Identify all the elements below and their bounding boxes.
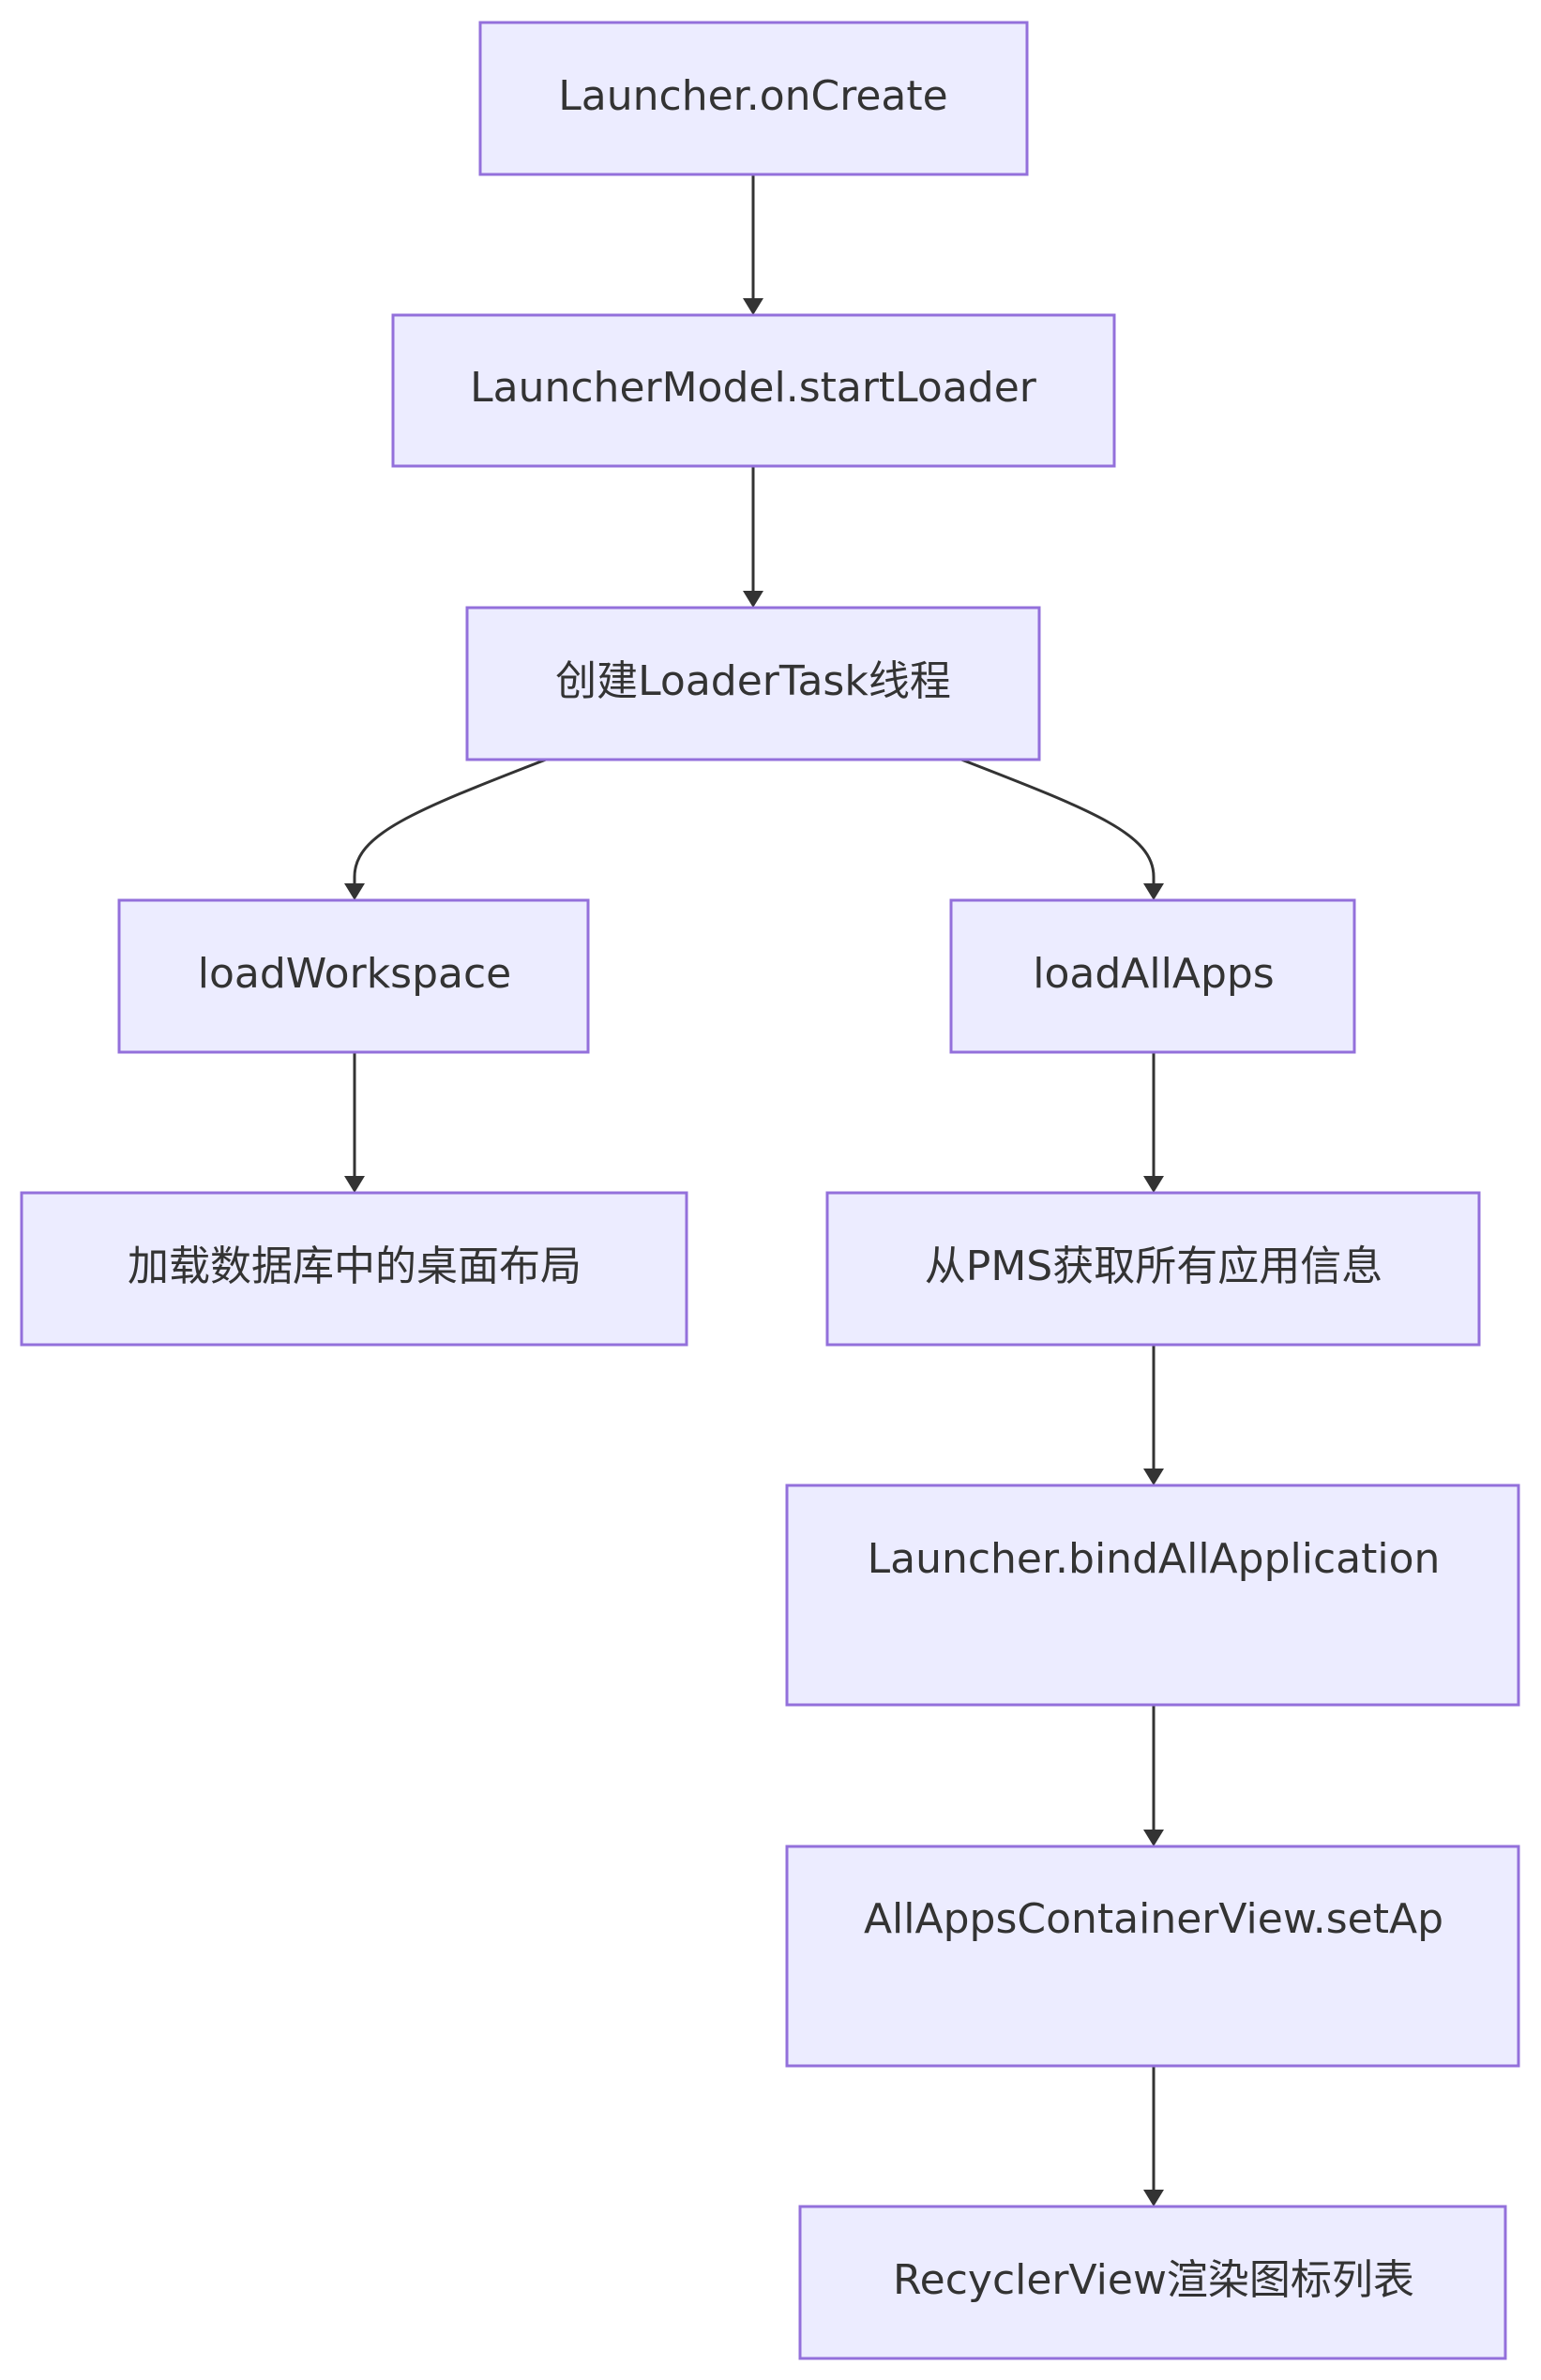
node-label: Launcher.onCreate (558, 72, 947, 120)
node-label: 加载数据库中的桌面布局 (128, 1243, 582, 1290)
node-fetch-pms-apps: 从PMS获取所有应用信息 (825, 1191, 1481, 1347)
node-bind-all-application: Launcher.bindAllApplication (785, 1484, 1520, 1707)
node-label: 创建LoaderTask线程 (555, 657, 951, 705)
arrowhead-loadworkspace (344, 883, 365, 900)
arrowhead-bindallapplication (1143, 1469, 1164, 1485)
edges (344, 174, 1164, 2207)
arrowhead-setapps (1143, 1830, 1164, 1846)
node-label: loadWorkspace (198, 950, 512, 998)
node-label: RecyclerView渲染图标列表 (893, 2256, 1414, 2304)
node-label: AllAppsContainerView.setAp (864, 1895, 1443, 1943)
node-recyclerview-render: RecyclerView渲染图标列表 (798, 2205, 1507, 2360)
node-load-workspace: loadWorkspace (117, 898, 590, 1054)
arrowhead-desktoplayout (344, 1176, 365, 1193)
arrowhead-loadertask (743, 591, 763, 608)
arrowhead-pmsapps (1143, 1176, 1164, 1193)
node-create-loadertask: 创建LoaderTask线程 (465, 606, 1041, 761)
arrowhead-recyclerview (1143, 2190, 1164, 2207)
node-label: LauncherModel.startLoader (470, 364, 1037, 412)
node-launcher-oncreate: Launcher.onCreate (478, 21, 1029, 176)
edge-loadertask-to-loadworkspace (353, 758, 547, 885)
arrowhead-loadallapps (1143, 883, 1164, 900)
node-set-apps: AllAppsContainerView.setAp (785, 1845, 1520, 2068)
node-load-desktop-layout: 加载数据库中的桌面布局 (20, 1191, 688, 1347)
node-start-loader: LauncherModel.startLoader (391, 313, 1116, 468)
node-label: 从PMS获取所有应用信息 (925, 1243, 1382, 1290)
node-label: loadAllApps (1033, 950, 1274, 998)
edge-loadertask-to-loadallapps (960, 758, 1156, 885)
node-load-all-apps: loadAllApps (949, 898, 1356, 1054)
node-label: Launcher.bindAllApplication (868, 1535, 1441, 1583)
arrowhead-startloader (743, 298, 763, 315)
